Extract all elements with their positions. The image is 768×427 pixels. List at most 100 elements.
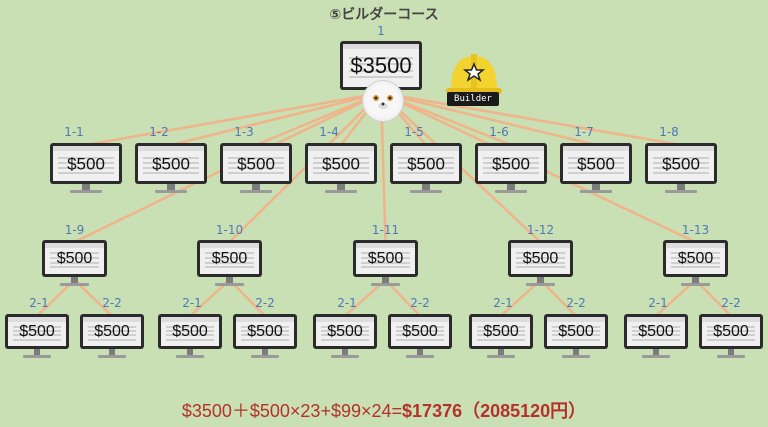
screen-window: $500 — [356, 243, 415, 274]
node-label: 1-8 — [659, 125, 679, 139]
node-label: 2-1 — [648, 296, 668, 310]
monitor-node: $500 — [353, 240, 418, 286]
node-price: $500 — [662, 154, 700, 173]
node-price: $500 — [247, 322, 283, 340]
monitor-node: $500 — [645, 143, 717, 193]
node-label: 2-2 — [566, 296, 586, 310]
connector-line — [344, 279, 387, 317]
monitor-node: $500 — [475, 143, 547, 193]
screen-window: $500 — [316, 317, 374, 346]
screen-window: $500 — [308, 146, 374, 181]
monitor-node: $500 — [313, 314, 377, 358]
connector-line — [255, 91, 382, 147]
screen-window: $500 — [547, 317, 605, 346]
monitor-screen: $500 — [469, 314, 533, 349]
monitor-node: $500 — [135, 143, 207, 193]
node-price: $500 — [19, 322, 55, 340]
node-label: 2-1 — [493, 296, 513, 310]
node-price: $500 — [483, 322, 519, 340]
node-label: 2-2 — [410, 296, 430, 310]
monitor-node: $500 — [50, 143, 122, 193]
monitor-screen: $500 — [135, 143, 207, 184]
monitor-node: $500 — [469, 314, 533, 358]
screen-window: $500 — [666, 243, 725, 274]
screen-window: $500 — [702, 317, 760, 346]
monitor-screen: $500 — [313, 314, 377, 349]
screen-window: $500 — [478, 146, 544, 181]
screen-window: $500 — [627, 317, 685, 346]
monitor-node: $500 — [197, 240, 262, 286]
node-price: $500 — [56, 249, 93, 267]
monitor-node: $500 — [390, 143, 462, 193]
connector-line — [85, 91, 382, 147]
monitor-screen: $500 — [42, 240, 107, 277]
node-label: 1-10 — [215, 223, 244, 237]
screen-window: $500 — [472, 317, 530, 346]
screen-window: $500 — [648, 146, 714, 181]
node-price: $500 — [677, 249, 714, 267]
node-label: 1-12 — [526, 223, 555, 237]
monitor-node: $500 — [5, 314, 69, 358]
monitor-screen: $500 — [560, 143, 632, 184]
node-price: $500 — [327, 322, 363, 340]
node-label: 1-2 — [149, 125, 169, 139]
connector-line — [380, 91, 682, 147]
monitor-screen: $500 — [699, 314, 763, 349]
connector-line — [539, 279, 577, 317]
node-price: $500 — [367, 249, 404, 267]
hard-hat-icon — [443, 50, 505, 100]
screen-window: $500 — [511, 243, 570, 274]
connector-line — [228, 279, 266, 317]
monitor-screen: $500 — [645, 143, 717, 184]
monitor-node: $500 — [508, 240, 573, 286]
node-price: $500 — [67, 154, 105, 173]
monitor-node: $500 — [80, 314, 144, 358]
screen-window: $500 — [83, 317, 141, 346]
node-label: 1-1 — [64, 125, 84, 139]
node-label: 2-2 — [255, 296, 275, 310]
node-label: 1 — [377, 24, 385, 38]
node-price: $500 — [322, 154, 360, 173]
node-price: $500 — [211, 249, 248, 267]
node-price: $500 — [638, 322, 674, 340]
builder-badge: Builder — [447, 92, 499, 106]
monitor-node: $500 — [544, 314, 608, 358]
screen-window: $500 — [45, 243, 104, 274]
node-label: 1-13 — [681, 223, 710, 237]
connector-line — [655, 279, 697, 317]
monitor-screen: $500 — [80, 314, 144, 349]
screen-window: $500 — [563, 146, 629, 181]
connector-line — [500, 279, 542, 317]
node-price: $500 — [522, 249, 559, 267]
node-label: 2-1 — [337, 296, 357, 310]
node-price: $500 — [558, 322, 594, 340]
node-label: 1-9 — [64, 223, 85, 237]
node-price: $500 — [713, 322, 749, 340]
monitor-screen: $500 — [220, 143, 292, 184]
monitor-node: $500 — [624, 314, 688, 358]
connector-line — [189, 279, 231, 317]
connector-line — [73, 279, 113, 317]
connector-line — [384, 279, 421, 317]
screen-window: $500 — [393, 146, 459, 181]
monitor-screen: $500 — [388, 314, 452, 349]
node-label: 2-1 — [182, 296, 202, 310]
node-price: $500 — [407, 154, 445, 173]
monitor-screen: $500 — [50, 143, 122, 184]
node-label: 1-5 — [404, 125, 424, 139]
monitor-screen: $500 — [390, 143, 462, 184]
monitor-screen: $500 — [508, 240, 573, 277]
connector-line — [380, 91, 597, 147]
screen-window: $500 — [8, 317, 66, 346]
connector-line — [170, 91, 382, 147]
screen-window: $500 — [138, 146, 204, 181]
monitor-node: $500 — [699, 314, 763, 358]
node-price: $500 — [172, 322, 208, 340]
node-price: $500 — [152, 154, 190, 173]
node-label: 1-11 — [371, 223, 400, 237]
monitor-screen: $500 — [305, 143, 377, 184]
node-label: 2-2 — [102, 296, 122, 310]
page-title: ⑤ビルダーコース — [329, 7, 439, 23]
screen-window: $3500 — [343, 44, 419, 87]
screen-window: $500 — [223, 146, 289, 181]
